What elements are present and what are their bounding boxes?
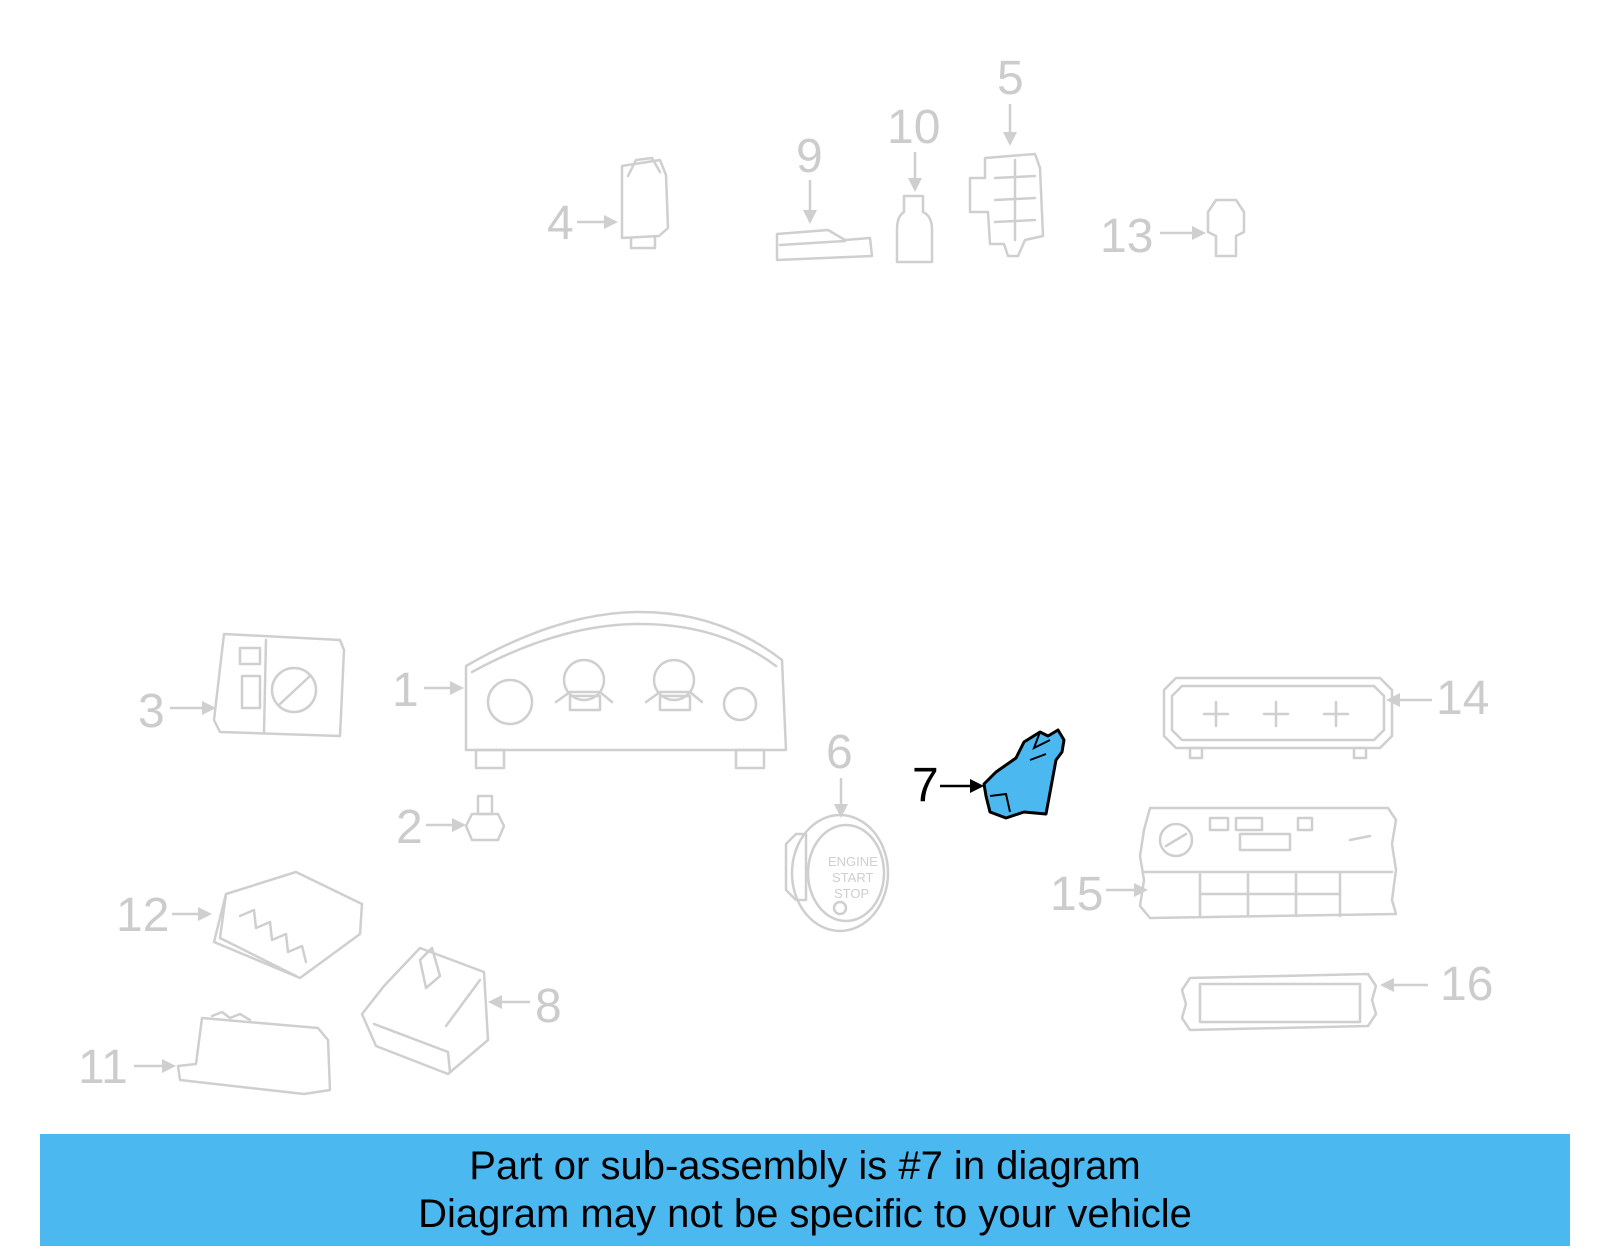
callout-12: 12 xyxy=(116,889,212,942)
callout-10: 10 xyxy=(887,101,940,192)
callout-7: 7 xyxy=(912,759,984,812)
callout-9: 9 xyxy=(796,130,823,224)
part-16-display-module[interactable] xyxy=(1180,972,1378,1032)
part-4-switch[interactable] xyxy=(620,156,670,250)
svg-text:6: 6 xyxy=(826,726,853,779)
part-7-switch-highlighted[interactable] xyxy=(982,728,1066,820)
banner-line-1: Part or sub-assembly is #7 in diagram xyxy=(469,1144,1141,1188)
callout-14: 14 xyxy=(1386,672,1489,725)
svg-text:5: 5 xyxy=(997,52,1024,105)
info-banner-bg xyxy=(40,1134,1570,1246)
svg-text:10: 10 xyxy=(887,101,940,154)
svg-text:3: 3 xyxy=(138,685,165,738)
svg-text:4: 4 xyxy=(547,197,574,250)
svg-text:16: 16 xyxy=(1440,958,1493,1011)
svg-text:8: 8 xyxy=(535,980,562,1033)
info-banner: Part or sub-assembly is #7 in diagram Di… xyxy=(40,1134,1570,1246)
callout-6: 6 xyxy=(826,726,853,818)
part-5-module[interactable] xyxy=(968,152,1045,258)
part-14-control-panel[interactable] xyxy=(1162,676,1394,760)
callout-5: 5 xyxy=(997,52,1024,146)
part-3-headlamp-switch[interactable] xyxy=(212,632,346,738)
svg-text:START: START xyxy=(832,870,873,885)
svg-text:13: 13 xyxy=(1100,210,1153,263)
svg-text:9: 9 xyxy=(796,130,823,183)
svg-text:ENGINE: ENGINE xyxy=(828,854,878,869)
callout-13: 13 xyxy=(1100,210,1206,263)
callout-8: 8 xyxy=(488,980,562,1033)
svg-text:1: 1 xyxy=(392,664,419,717)
part-1-instrument-cluster[interactable] xyxy=(464,610,788,770)
part-6-start-stop-button[interactable]: ENGINE START STOP xyxy=(784,813,890,933)
part-12-module-box[interactable] xyxy=(212,870,364,980)
svg-text:STOP: STOP xyxy=(834,886,869,901)
callout-1: 1 xyxy=(392,664,464,717)
svg-text:7: 7 xyxy=(912,759,939,812)
banner-line-2: Diagram may not be specific to your vehi… xyxy=(418,1192,1192,1236)
part-15-climate-control[interactable] xyxy=(1138,806,1398,920)
part-8-connector[interactable] xyxy=(360,946,490,1076)
svg-text:2: 2 xyxy=(396,801,423,854)
svg-text:12: 12 xyxy=(116,889,169,942)
callout-3: 3 xyxy=(138,685,216,738)
part-13-bulb-holder[interactable] xyxy=(1206,198,1246,258)
svg-text:15: 15 xyxy=(1050,868,1103,921)
svg-text:14: 14 xyxy=(1436,672,1489,725)
part-10-bulb[interactable] xyxy=(895,194,934,264)
callout-15: 15 xyxy=(1050,868,1148,921)
part-2-screw[interactable] xyxy=(464,794,506,842)
part-9-bulb-socket[interactable] xyxy=(775,228,874,262)
svg-text:11: 11 xyxy=(78,1041,128,1094)
callout-2: 2 xyxy=(396,801,466,854)
callout-16: 16 xyxy=(1380,958,1493,1011)
part-11-module[interactable] xyxy=(176,1010,332,1096)
callout-4: 4 xyxy=(547,197,618,250)
callout-11: 11 xyxy=(78,1041,176,1094)
